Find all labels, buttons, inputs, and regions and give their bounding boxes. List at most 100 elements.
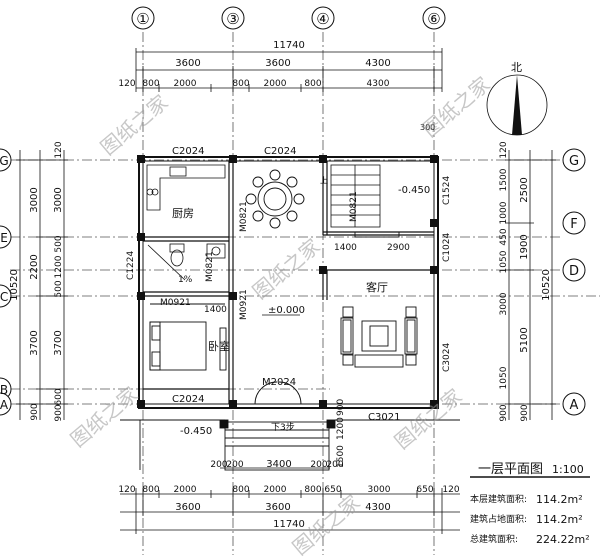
dim-top-overall: 11740 xyxy=(273,40,305,51)
dim-top-r2-2: 2000 xyxy=(174,79,197,89)
window-c3024: C3024 xyxy=(442,343,452,372)
dim-left-c2-7: 900 xyxy=(54,404,64,421)
dim-bot-r2-2: 4300 xyxy=(365,502,390,513)
dim-right-overall: 10520 xyxy=(541,269,552,301)
dim-left-c2-1: 3000 xyxy=(53,187,64,212)
window-c2024-bedroom: C2024 xyxy=(172,394,204,405)
dim-right-c2-6: 1050 xyxy=(499,366,509,389)
axis-label-c-left: C xyxy=(0,290,8,304)
slope-label: 1% xyxy=(178,275,193,285)
area-label-floor: 本层建筑面积: xyxy=(470,493,527,505)
dim-top-3: 4300 xyxy=(365,58,390,69)
svg-text:图纸之家: 图纸之家 xyxy=(418,72,495,142)
dim-right-c1-1: 1900 xyxy=(519,234,530,259)
north-arrow-icon xyxy=(486,74,548,136)
axis-label-g-left: G xyxy=(0,154,9,168)
area-label-footprint: 建筑占地面积: xyxy=(470,513,527,525)
bathroom-fixtures xyxy=(147,243,226,281)
axis-label-d-right: D xyxy=(569,264,579,279)
level-zero: ±0.000 xyxy=(268,305,305,316)
window-c1224: C1224 xyxy=(126,251,136,280)
axis-label-f-right: F xyxy=(570,217,577,232)
bed xyxy=(149,303,227,371)
north-label: 北 xyxy=(511,61,522,74)
dim-left-c2-4: 500 xyxy=(54,280,64,297)
axis-bubbles-right xyxy=(562,148,586,416)
dim-right-c1-0: 2500 xyxy=(519,177,530,202)
dim-top-r2-3: 800 xyxy=(232,79,249,89)
dim-left-c2-3: 1200 xyxy=(54,255,64,278)
dim-bot-r1-2: 2000 xyxy=(174,485,197,495)
top-dimension-lines xyxy=(135,48,443,92)
entry-porch xyxy=(120,381,460,471)
dim-left-c1-1: 2200 xyxy=(29,254,40,279)
area-value-floor: 114.2m² xyxy=(536,493,583,506)
dim-top-r2-6: 4300 xyxy=(367,79,390,89)
drawing-title: 一层平面图 xyxy=(478,462,543,477)
interior-walls xyxy=(143,161,434,404)
dim-entry-1: 200 xyxy=(226,460,243,470)
sofa-set xyxy=(340,231,418,368)
room-bedroom: 卧室 xyxy=(208,339,230,353)
door-m0821-a: M0821 xyxy=(239,201,249,232)
dim-bot-r1-0: 120 xyxy=(118,485,135,495)
dim-1400-bedroom: 1400 xyxy=(204,305,227,315)
dim-top-r2-1: 800 xyxy=(142,79,159,89)
dim-left-c1-3: 900 xyxy=(30,403,40,420)
dim-entry-2: 3400 xyxy=(266,459,291,470)
window-c3021: C3021 xyxy=(368,412,400,423)
bottom-dimension-lines xyxy=(120,467,460,534)
dim-top-r2-4: 2000 xyxy=(264,79,287,89)
right-dimension-lines xyxy=(505,150,556,420)
dim-right-c2-4: 1050 xyxy=(499,250,509,273)
door-m0821-c: M0821 xyxy=(349,191,359,222)
dim-bot-r1-5: 800 xyxy=(304,485,321,495)
axis-label-3: ③ xyxy=(226,10,239,28)
window-c1024: C1024 xyxy=(442,233,452,262)
dim-bot-r1-7: 3000 xyxy=(368,485,391,495)
area-value-total: 224.22m² xyxy=(536,533,590,546)
stairs-up-label: 上 xyxy=(320,176,328,185)
stairs xyxy=(330,164,381,228)
dim-top-1: 3600 xyxy=(175,58,200,69)
axis-label-b-left: B xyxy=(0,383,8,397)
dim-right-c2-1: 1500 xyxy=(499,168,509,191)
svg-text:图纸之家: 图纸之家 xyxy=(66,382,143,452)
dim-2900-living: 2900 xyxy=(387,243,410,253)
dim-bot-r1-3: 800 xyxy=(232,485,249,495)
dim-right-c2-7: 900 xyxy=(499,404,509,421)
dim-bot-r1-1: 800 xyxy=(142,485,159,495)
dim-right-c1-2: 5100 xyxy=(519,327,530,352)
dim-top-2: 3600 xyxy=(265,58,290,69)
axis-label-6: ⑥ xyxy=(427,10,440,28)
dim-left-c1-2: 3700 xyxy=(29,330,40,355)
left-dimension-lines xyxy=(16,150,68,420)
steps-label: 下3步 xyxy=(271,422,295,433)
dim-porch-1200: 1200 xyxy=(336,417,346,440)
level-porch: -0.450 xyxy=(180,426,212,437)
dim-right-c2-0: 120 xyxy=(499,141,509,158)
dim-right-c1-3: 900 xyxy=(520,404,530,421)
dim-1400-living: 1400 xyxy=(334,243,357,253)
dim-top-r2-0: 120 xyxy=(118,79,135,89)
axis-label-g-right: G xyxy=(569,154,579,169)
dim-right-c2-5: 3000 xyxy=(499,292,509,315)
door-m0921-b: M0921 xyxy=(160,298,191,308)
dim-entry-3: 200 xyxy=(310,460,327,470)
dining-table xyxy=(245,169,305,229)
dim-porch-900: 900 xyxy=(336,399,346,416)
window-c1524: C1524 xyxy=(442,176,452,205)
door-m0821-b: M0821 xyxy=(205,251,215,282)
axis-label-a-left: A xyxy=(0,398,9,412)
axis-label-4: ④ xyxy=(316,10,329,28)
dim-bot-r2-1: 3600 xyxy=(265,502,290,513)
axis-bubbles-left xyxy=(0,148,12,416)
kitchen-counter xyxy=(146,164,226,211)
drawing-scale: 1:100 xyxy=(552,463,584,476)
dim-left-c1-0: 3000 xyxy=(29,187,40,212)
dim-entry-4: 200 xyxy=(326,460,343,470)
dim-left-overall: 10520 xyxy=(9,269,20,301)
note-300: 300 xyxy=(420,123,435,132)
svg-text:图纸之家: 图纸之家 xyxy=(96,90,173,160)
